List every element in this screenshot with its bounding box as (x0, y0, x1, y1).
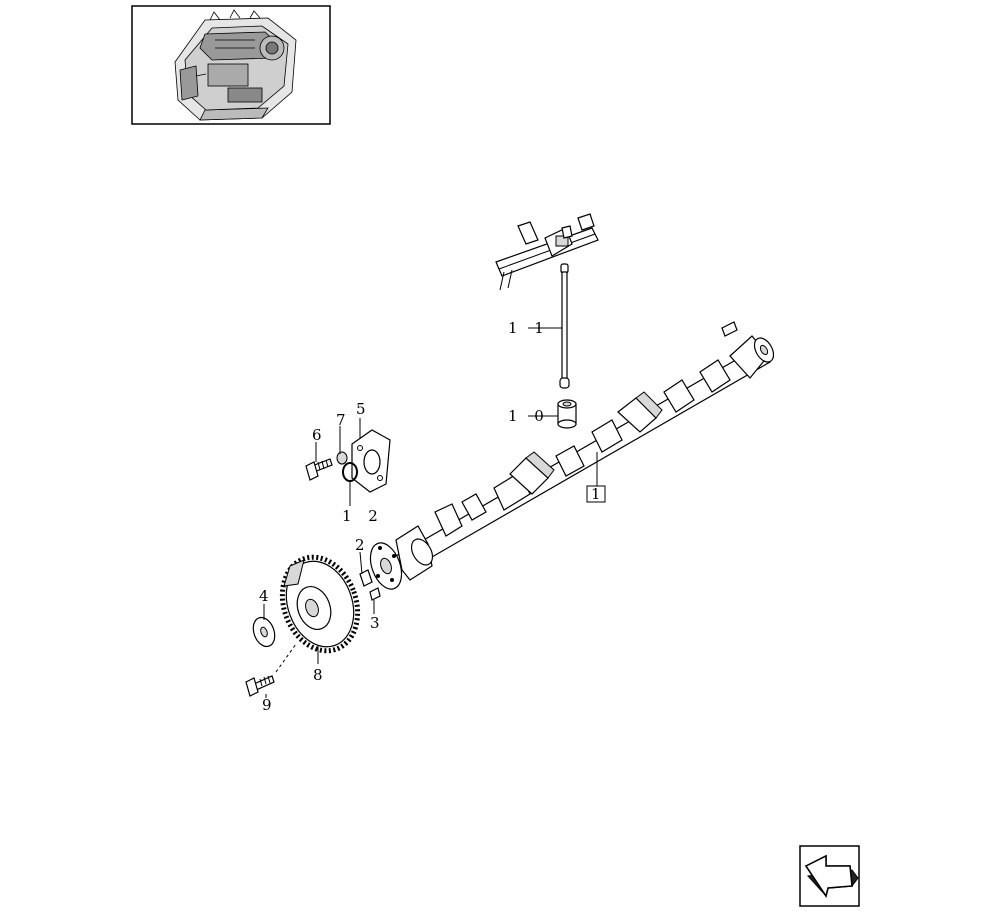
push-rod-part-11 (559, 263, 570, 389)
callout-6: 6 (312, 426, 322, 444)
dowel-pin (721, 321, 738, 337)
callout-7: 7 (336, 411, 346, 429)
callout-1: 1 (591, 485, 601, 503)
rocker-shaft-assembly (495, 213, 599, 291)
thrust-plate-part-5 (351, 429, 391, 493)
callout-11: 1 1 (508, 319, 550, 337)
callout-9: 9 (262, 696, 272, 714)
camshaft-flange (369, 542, 403, 590)
bolt-part-9 (245, 675, 275, 697)
washer-part-7 (336, 451, 348, 465)
engine-thumbnail-icon[interactable] (131, 5, 331, 125)
previous-page-arrow-icon[interactable] (799, 845, 860, 907)
callout-5: 5 (356, 400, 366, 418)
callout-8: 8 (313, 666, 323, 684)
key-part-3 (369, 587, 381, 601)
o-ring-part-12 (342, 462, 358, 482)
retaining-plate-part-4 (252, 616, 276, 648)
dowel-part-2 (359, 569, 373, 587)
camshaft-gear-part-8 (279, 554, 361, 654)
callout-3: 3 (370, 614, 380, 632)
camshaft-part-1 (395, 335, 775, 581)
callout-12: 1 2 (342, 507, 384, 525)
callout-4: 4 (259, 587, 269, 605)
bolt-part-6 (305, 458, 333, 481)
tappet-part-10 (557, 399, 577, 429)
callout-2: 2 (355, 536, 365, 554)
callout-10: 1 0 (508, 407, 550, 425)
leader-lines (263, 327, 562, 698)
